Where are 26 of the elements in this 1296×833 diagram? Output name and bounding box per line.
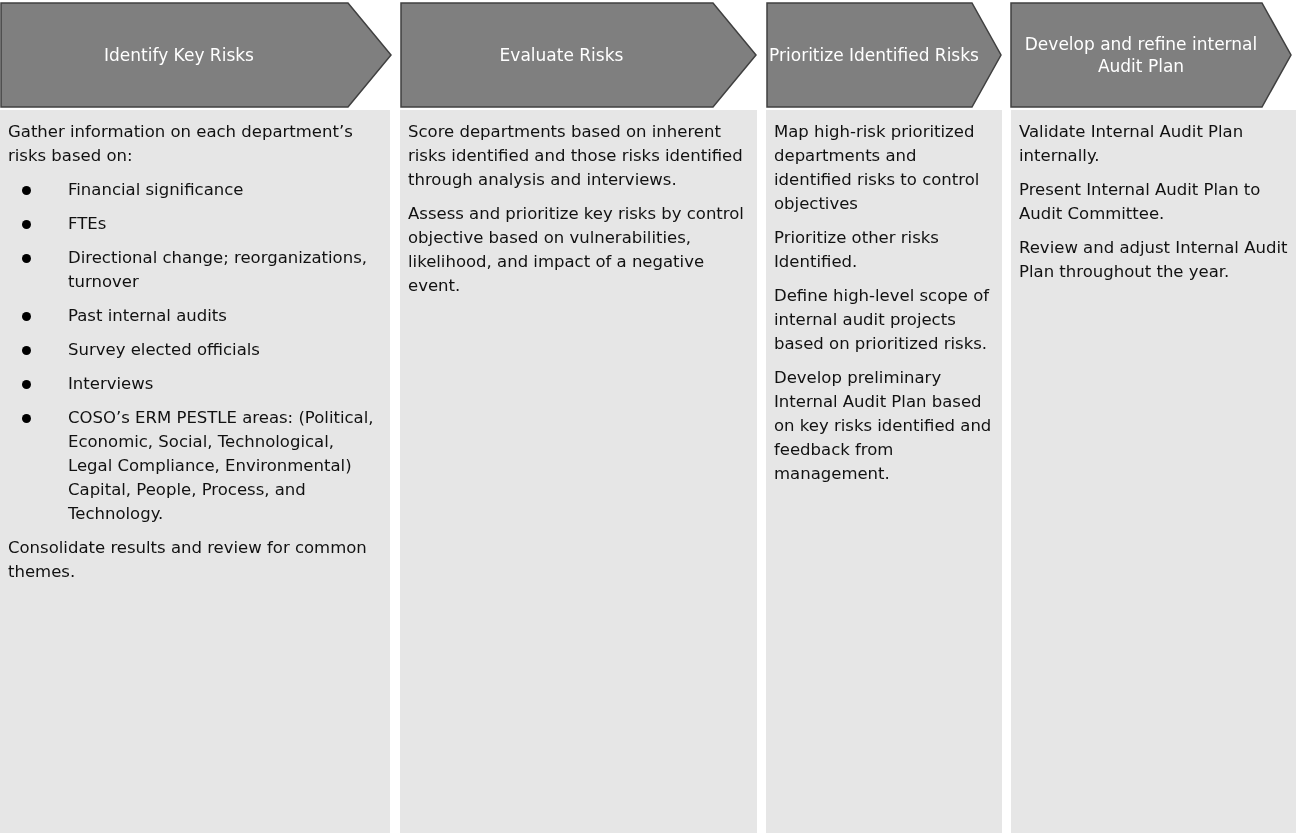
- step-text: Prioritize other risks Identified.: [774, 227, 940, 273]
- bullet-text: FTEs: [68, 214, 107, 233]
- step-text: Consolidate results and review for common themes.: [8, 537, 368, 583]
- step-text: Validate Internal Audit Plan internally.: [1019, 121, 1245, 167]
- step-text: Develop preliminary Internal Audit Plan based on key risks identified and feedback from management.: [774, 367, 993, 485]
- step-text: Define high-level scope of internal audit projects based on prioritized risks.: [774, 285, 991, 355]
- step-text: Review and adjust Internal Audit Plan throughout the year.: [1019, 237, 1288, 283]
- bullet-text: Past internal audits: [68, 306, 227, 325]
- bullet-text: Survey elected officials: [68, 340, 260, 359]
- step-heading: Develop and refine internal Audit Plan: [1023, 33, 1259, 77]
- step-text: Present Internal Audit Plan to Audit Committee.: [1019, 179, 1262, 225]
- step-panel: [1011, 110, 1296, 833]
- step-heading: Prioritize Identified Risks: [769, 44, 979, 66]
- step-text: Map high-risk prioritized departments and identified risks to control objectives: [774, 121, 981, 215]
- step-heading: Identify Key Risks: [104, 44, 254, 66]
- step-panel: [766, 110, 1002, 833]
- step-heading: Evaluate Risks: [499, 44, 624, 66]
- step-text: Score departments based on inherent risks identified and those risks identified through analysis and interviews.: [408, 121, 744, 191]
- bullet-text: COSO’s ERM PESTLE areas: (Political, Economic, Social, Technological, Legal Compliance, Environmental) Capital, People, Process, and Technology.: [68, 408, 374, 523]
- step-panel: [0, 110, 390, 833]
- step-panel: [400, 110, 757, 833]
- bullet-text: Interviews: [68, 374, 154, 393]
- bullet-text: Financial significance: [68, 180, 244, 199]
- step-text: Gather information on each department’s risks based on:: [8, 121, 354, 167]
- step-text: Assess and prioritize key risks by control objective based on vulnerabilities, likelihood, and impact of a negative event.: [408, 203, 745, 297]
- bullet-text: Directional change; reorganizations, turnover: [68, 248, 367, 291]
